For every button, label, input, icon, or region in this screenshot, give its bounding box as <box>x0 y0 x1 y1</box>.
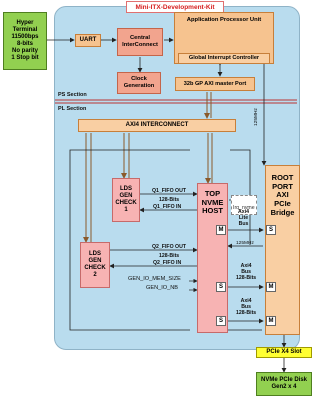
hyper-terminal-line: 11500bps <box>11 34 39 41</box>
top-nvme-host-line: TOP <box>204 189 221 198</box>
lds-gen-check-1-line: CHECK <box>115 200 137 206</box>
q1-fifo-bits-label: 128-Bits <box>159 197 180 203</box>
nvme-disk-box: NVMe PCIe Disk Gen2 x 4 <box>256 372 312 396</box>
lds-gen-check-2-line: CHECK <box>84 265 106 271</box>
nvme-disk-line: NVMe PCIe Disk <box>260 377 308 384</box>
clock-generation-line: Generation <box>123 83 155 89</box>
s-port-3-label: S <box>218 317 223 324</box>
clock-generation-line: Clock <box>131 76 147 83</box>
axi4-bus-low-label: Axi4 Bus 128-Bits <box>236 298 256 317</box>
lds-gen-check-2-line: GEN <box>88 258 102 265</box>
q2-fifo-out-label: Q2_FIFO OUT <box>152 244 187 250</box>
lds-gen-check-2-line: LDS <box>89 251 101 258</box>
clock-generation-box: Clock Generation <box>117 72 161 94</box>
board-title-text: Mini-ITX-Development-Kit <box>135 3 215 11</box>
uart-label: UART <box>79 37 97 44</box>
hyper-terminal-box: Hyper Terminal 11500bps 8-bits No parity… <box>3 12 47 70</box>
s-port-1: S <box>266 225 276 235</box>
top-nvme-host-box: TOP NVME HOST <box>197 183 228 333</box>
gen-io-mem-size-label: GEN_IO_MEM_SIZE <box>128 276 181 282</box>
axi-master-port-label: 32b GP AXI master Port <box>183 80 247 87</box>
q2-fifo-bits-label: 128-Bits <box>159 253 180 259</box>
hyper-terminal-line: No parity <box>11 47 38 54</box>
apu-label: Application Processor Unit <box>186 17 262 23</box>
central-interconnect-line: Central <box>130 35 150 42</box>
axi4-lite-line: Bus <box>238 221 249 228</box>
axi4-bus-mid-line: Bus <box>241 269 251 276</box>
clock-125-inner-label: 125MHz <box>236 241 254 246</box>
lds-gen-check-1-box: LDS GEN CHECK 1 <box>112 178 140 222</box>
s-port-1-label: S <box>268 226 273 233</box>
lds-gen-check-1-line: GEN <box>119 193 133 200</box>
lds-gen-check-2-box: LDS GEN CHECK 2 <box>80 242 110 288</box>
s-port-2-label: S <box>218 283 223 290</box>
q1-fifo-in-label: Q1_FIFO IN <box>153 204 182 210</box>
m-port-1-label: M <box>218 226 224 233</box>
root-port-line: Bridge <box>270 207 295 217</box>
s-port-3: S <box>216 316 226 326</box>
axi4-lite-label: Axi4 Lite Bus <box>238 209 249 228</box>
axi4-bus-low-line: 128-Bits <box>236 310 257 317</box>
gen-io-nb-label: GEN_IO_NB <box>146 285 179 291</box>
axi4-interconnect-box: AXI4 INTERCONNECT <box>78 119 236 132</box>
root-port-line: PCIe <box>274 198 291 208</box>
central-interconnect-line: InterConnect <box>122 42 158 48</box>
central-interconnect-box: Central InterConnect <box>117 28 163 56</box>
root-port-bridge-box: ROOT PORT AXI PCIe Bridge <box>265 165 300 335</box>
connector-layer <box>43 37 297 373</box>
clock-125-label: 125MHz <box>254 104 266 134</box>
global-interrupt-box: Global Interrupt Controller <box>178 53 270 64</box>
lds-gen-check-1-line: LDS <box>120 186 132 193</box>
uart-box: UART <box>75 34 101 47</box>
top-nvme-host-line: HOST <box>202 206 223 216</box>
pl-section-label: PL Section <box>58 106 87 112</box>
nvme-disk-line: Gen2 x 4 <box>271 384 297 390</box>
m-port-1: M <box>216 225 226 235</box>
hyper-terminal-line: Hyper <box>16 20 34 27</box>
axi4-bus-mid-line: Axi4 <box>240 263 252 269</box>
m-port-2-label: M <box>268 283 274 290</box>
axi4-bus-low-line: Bus <box>241 304 251 311</box>
lds-gen-check-2-line: 2 <box>93 271 97 278</box>
axi-master-port-box: 32b GP AXI master Port <box>175 77 255 91</box>
axi4-interconnect-label: AXI4 INTERCONNECT <box>125 122 189 129</box>
pcie-slot-box: PCIe X4 Slot <box>256 347 312 358</box>
axi4-bus-mid-line: 128-Bits <box>236 275 257 282</box>
ps-section-label: PS Section <box>58 92 87 98</box>
root-port-line: AXI <box>276 190 289 200</box>
lds-gen-check-1-line: 1 <box>124 206 128 213</box>
axi4-lite-line: Lite <box>238 215 249 222</box>
axi4-bus-low-line: Axi4 <box>240 298 252 304</box>
irq-nvme-text: Irq_nvme <box>233 205 255 211</box>
clock-125-text: 125MHz <box>254 108 259 126</box>
axi4-bus-mid-label: Axi4 Bus 128-Bits <box>236 263 256 282</box>
m-port-3: M <box>266 316 276 326</box>
m-port-3-label: M <box>268 317 274 324</box>
hyper-terminal-line: Terminal <box>12 27 38 34</box>
s-port-2: S <box>216 282 226 292</box>
hyper-terminal-line: 8-bits <box>16 41 33 47</box>
q2-fifo-in-label: Q2_FIFO IN <box>153 260 182 266</box>
q1-fifo-out-label: Q1_FIFO OUT <box>152 188 187 194</box>
irq-nvme-label: Irq_nvme <box>231 195 257 215</box>
top-nvme-host-line: NVME <box>201 197 224 207</box>
hyper-terminal-line: 1 Stop bit <box>11 54 39 61</box>
pcie-slot-label: PCIe X4 Slot <box>266 349 302 356</box>
m-port-2: M <box>266 282 276 292</box>
root-port-line: ROOT <box>271 173 294 182</box>
root-port-line: PORT <box>272 181 293 191</box>
axi4-lite-line: Axi4 <box>238 209 249 215</box>
global-interrupt-label: Global Interrupt Controller <box>188 55 260 62</box>
